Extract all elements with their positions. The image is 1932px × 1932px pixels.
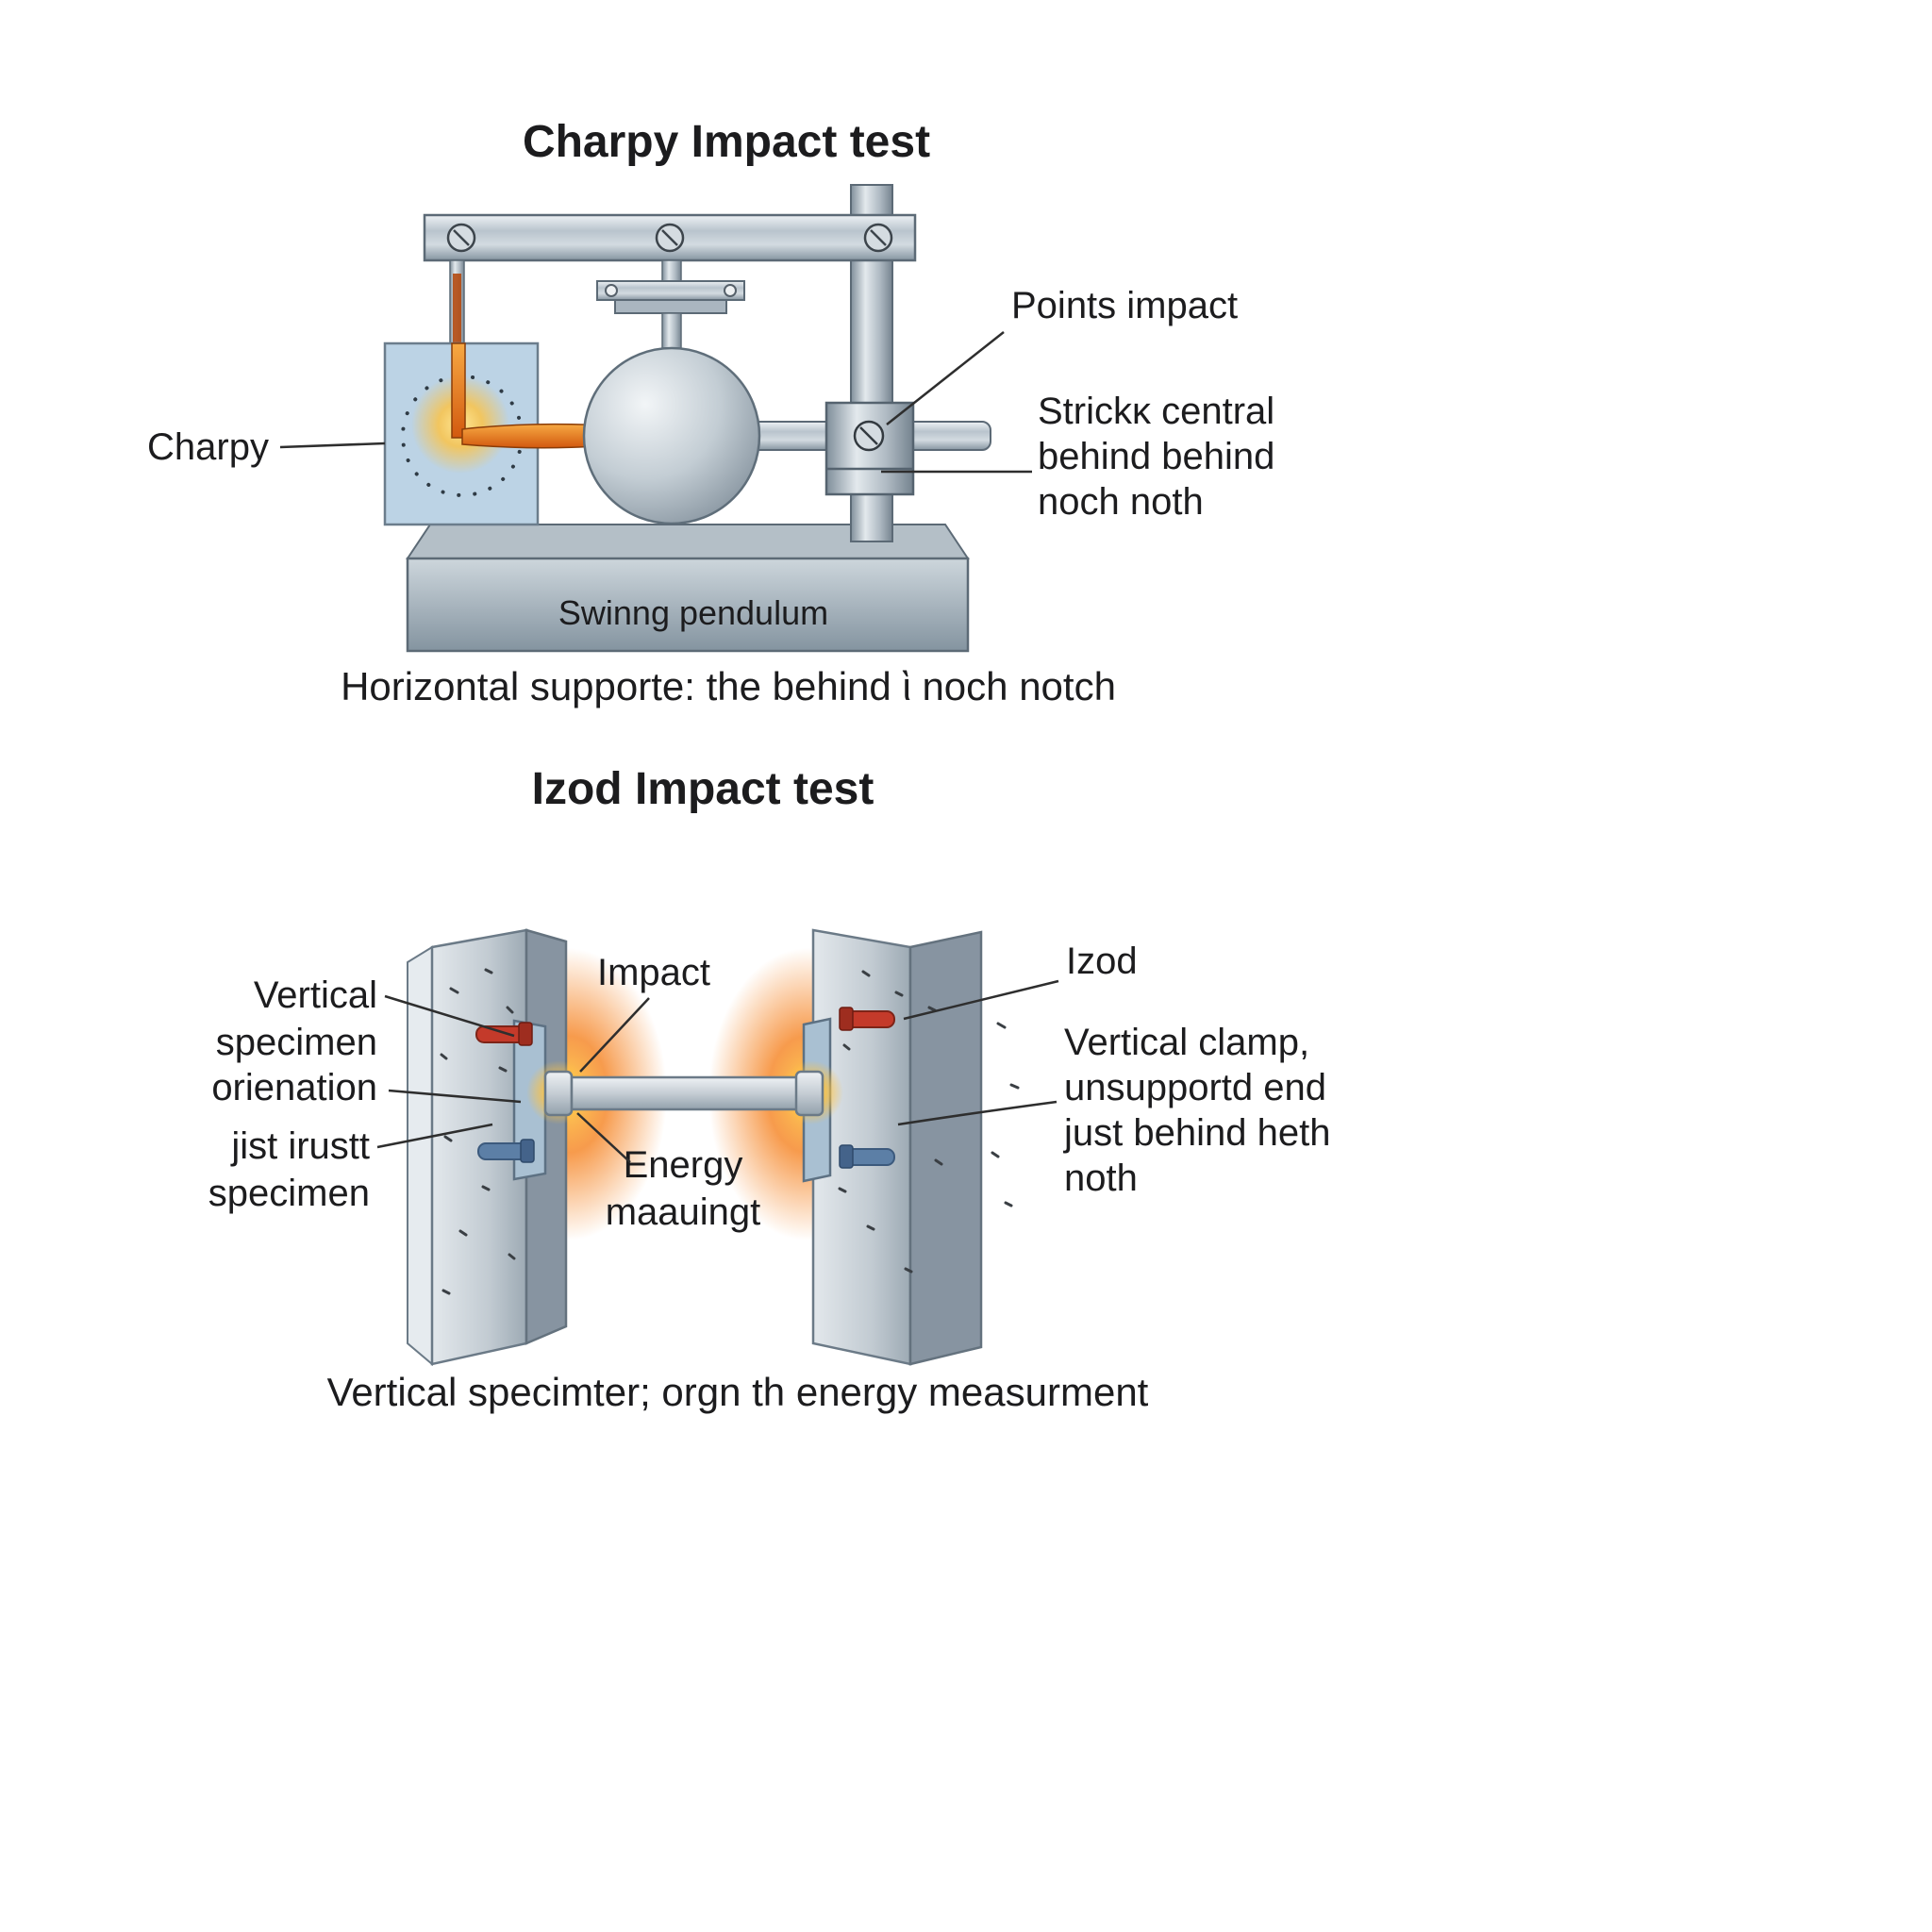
svg-text:specimen: specimen — [216, 1022, 377, 1063]
izod-caption: Vertical specimter; orgn th energy measu… — [327, 1370, 1149, 1414]
charpy-caption: Horizontal supporte: the behind ὶ noch n… — [341, 664, 1116, 708]
svg-text:maauingt: maauingt — [606, 1191, 761, 1233]
flange-bolt-icon — [724, 284, 737, 297]
flange-bolt-icon — [605, 284, 618, 297]
specimen-right-cap — [794, 1070, 824, 1117]
leader-points-impact — [886, 331, 1005, 425]
debris-marks — [440, 968, 1020, 1295]
charpy-specimen-label: Charpy — [147, 426, 269, 468]
leader-specimen — [376, 1123, 493, 1149]
leader-charpy — [279, 441, 386, 449]
right-blue-bolt-icon — [839, 1144, 895, 1169]
svg-text:unsupportd end: unsupportd end — [1064, 1067, 1326, 1108]
specimen-shaft — [570, 1075, 800, 1111]
pendulum-hammer-sphere — [582, 346, 761, 525]
izod-title: Izod Impact test — [532, 764, 874, 814]
pendulum-rod-vertical — [451, 342, 466, 439]
svg-text:specimen: specimen — [208, 1173, 370, 1214]
column-clamp-block — [824, 401, 915, 496]
svg-text:noth: noth — [1064, 1158, 1138, 1199]
svg-text:jist irustt: jist irustt — [230, 1125, 370, 1167]
clamp-label: Vertical clamp, unsupportd end just behi… — [1063, 1022, 1330, 1199]
svg-text:behind behind: behind behind — [1038, 436, 1274, 477]
svg-text:noch noth: noch noth — [1038, 481, 1204, 523]
hanger-rod-inner — [453, 274, 461, 353]
energy-label: Energy maauingt — [606, 1144, 761, 1233]
charpy-machine: Swinng pendulum — [383, 184, 991, 653]
flange-assembly — [596, 259, 745, 358]
izod-specimen-label: jist irustt specimen — [208, 1125, 370, 1214]
svg-text:Strickκ central: Strickκ central — [1038, 391, 1274, 432]
izod-apparatus — [407, 928, 1020, 1367]
charpy-title: Charpy Impact test — [523, 117, 930, 167]
leader-orientation-top — [384, 994, 515, 1038]
orientation-label: Vertical specimen orienation — [211, 974, 377, 1108]
base-front-face — [406, 557, 970, 653]
izod-label: Izod — [1066, 941, 1138, 982]
leader-impact — [579, 997, 650, 1073]
leader-clamp — [897, 1100, 1058, 1126]
svg-text:just behind heth: just behind heth — [1063, 1112, 1330, 1154]
leader-izod — [903, 979, 1059, 1021]
izod-specimen-bar — [543, 1070, 824, 1117]
svg-text:Vertical: Vertical — [254, 974, 377, 1016]
impact-label: Impact — [597, 952, 710, 993]
beam-bolt-icons — [446, 223, 893, 253]
right-red-bolt-icon — [839, 1007, 895, 1031]
specimen-left-cap — [543, 1070, 574, 1117]
left-blue-bolt-icon — [477, 1139, 535, 1163]
svg-text:Energy: Energy — [624, 1144, 743, 1186]
right-clamp — [802, 928, 983, 1366]
strike-label: Strickκ central behind behind noch noth — [1038, 391, 1274, 523]
machine-base: Swinng pendulum — [406, 524, 970, 653]
right-clamp-side — [908, 930, 983, 1366]
base-label: Swinng pendulum — [558, 593, 828, 632]
points-impact-label: Points impact — [1011, 285, 1238, 326]
left-clamp — [407, 928, 568, 1367]
leader-energy — [576, 1112, 631, 1163]
svg-text:orienation: orienation — [211, 1067, 377, 1108]
svg-text:Vertical clamp,: Vertical clamp, — [1064, 1022, 1309, 1063]
leader-orientation-bottom — [388, 1089, 522, 1104]
left-red-bolt-icon — [475, 1022, 533, 1046]
